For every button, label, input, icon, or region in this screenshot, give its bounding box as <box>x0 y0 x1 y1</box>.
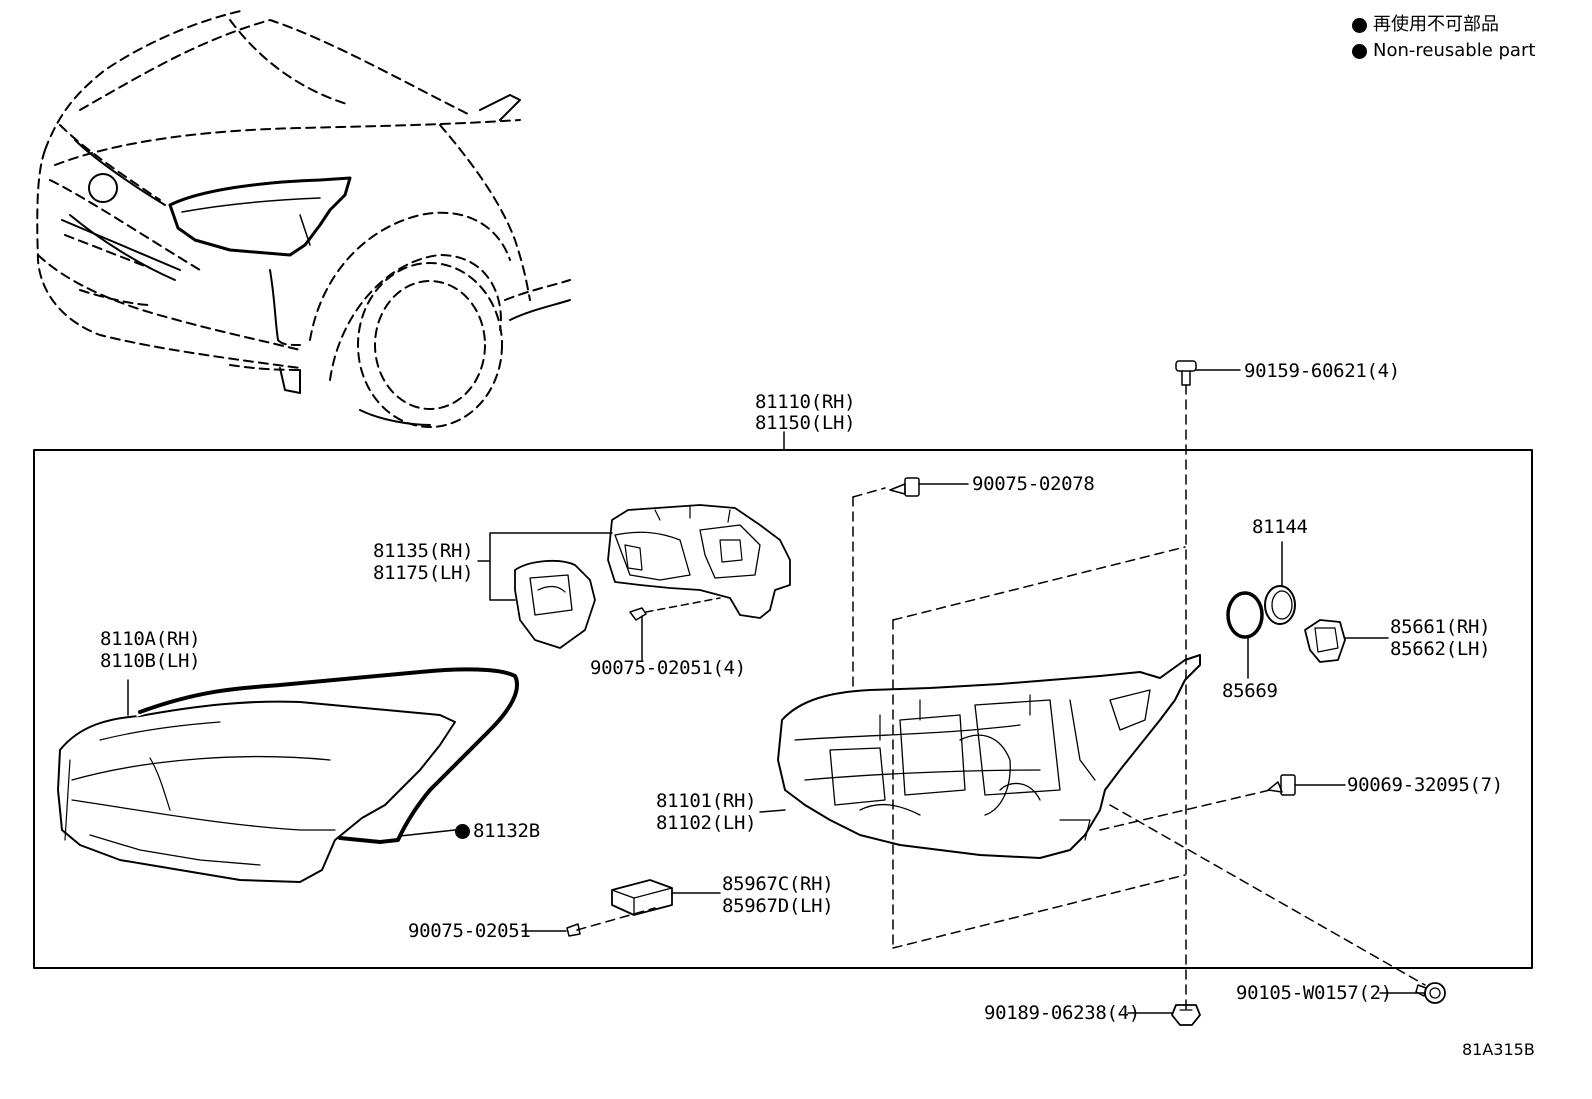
label-module-lh: 85967D(LH) <box>722 895 834 917</box>
screw-module <box>521 923 581 937</box>
label-housing-rh: 81101(RH) <box>656 790 757 812</box>
label-clip-bottom: 90189-06238(4) <box>984 1002 1140 1024</box>
legend-japanese: 再使用不可部品 <box>1373 14 1499 35</box>
module-part <box>611 879 721 916</box>
label-lens-lh: 8110B(LH) <box>100 650 201 672</box>
label-lens-rh: 8110A(RH) <box>100 628 201 650</box>
label-gasket: 81132B <box>455 820 540 842</box>
label-screw-ext: 90075-02051(4) <box>590 657 746 679</box>
label-ext-lh: 81175(LH) <box>373 562 474 584</box>
label-screw-right: 90069-32095(7) <box>1347 774 1503 796</box>
label-screw-upper: 90075-02078 <box>972 473 1095 495</box>
label-housing-lh: 81102(LH) <box>656 812 757 834</box>
cap-part <box>1264 541 1296 625</box>
label-ext-rh: 81135(RH) <box>373 540 474 562</box>
legend: 再使用不可部品 Non-reusable part <box>1352 12 1535 64</box>
label-screw-module: 90075-02051 <box>408 920 531 942</box>
label-module-rh: 85967C(RH) <box>722 873 834 895</box>
guide-lines <box>576 384 1426 1011</box>
vehicle-front-view <box>36 9 571 428</box>
label-assembly-lh: 81150(LH) <box>755 412 856 434</box>
label-screw-bottom-right: 90105-W0157(2) <box>1236 982 1392 1004</box>
non-reusable-dot-icon <box>1352 43 1367 59</box>
gasket-part <box>138 667 519 844</box>
non-reusable-dot-icon <box>1352 17 1367 33</box>
label-assembly-rh: 81110(RH) <box>755 391 856 413</box>
bulb-part <box>1304 619 1389 663</box>
figure-code: 81A315B <box>1462 1040 1535 1059</box>
screw-top <box>1175 360 1241 386</box>
screw-upper <box>889 477 969 497</box>
assembly-group-frame <box>33 449 1533 969</box>
label-cap: 81144 <box>1252 516 1308 538</box>
ring-part <box>1226 591 1264 679</box>
legend-row-japanese: 再使用不可部品 <box>1352 12 1535 38</box>
clip-bottom <box>1127 1004 1201 1026</box>
label-bulb-lh: 85662(LH) <box>1390 638 1491 660</box>
gasket-number: 81132B <box>473 820 540 842</box>
label-bulb-rh: 85661(RH) <box>1390 616 1491 638</box>
screw-ext <box>629 597 721 661</box>
legend-english: Non-reusable part <box>1373 40 1536 61</box>
label-ring: 85669 <box>1222 680 1278 702</box>
non-reusable-dot-icon <box>455 824 470 839</box>
label-screw-top: 90159-60621(4) <box>1244 360 1400 382</box>
lens-part <box>57 700 456 883</box>
screw-right <box>1267 774 1346 796</box>
legend-row-english: Non-reusable part <box>1352 38 1535 64</box>
extension-part <box>514 504 791 649</box>
screw-bottom-right <box>1379 982 1446 1004</box>
housing-part <box>777 654 1201 859</box>
